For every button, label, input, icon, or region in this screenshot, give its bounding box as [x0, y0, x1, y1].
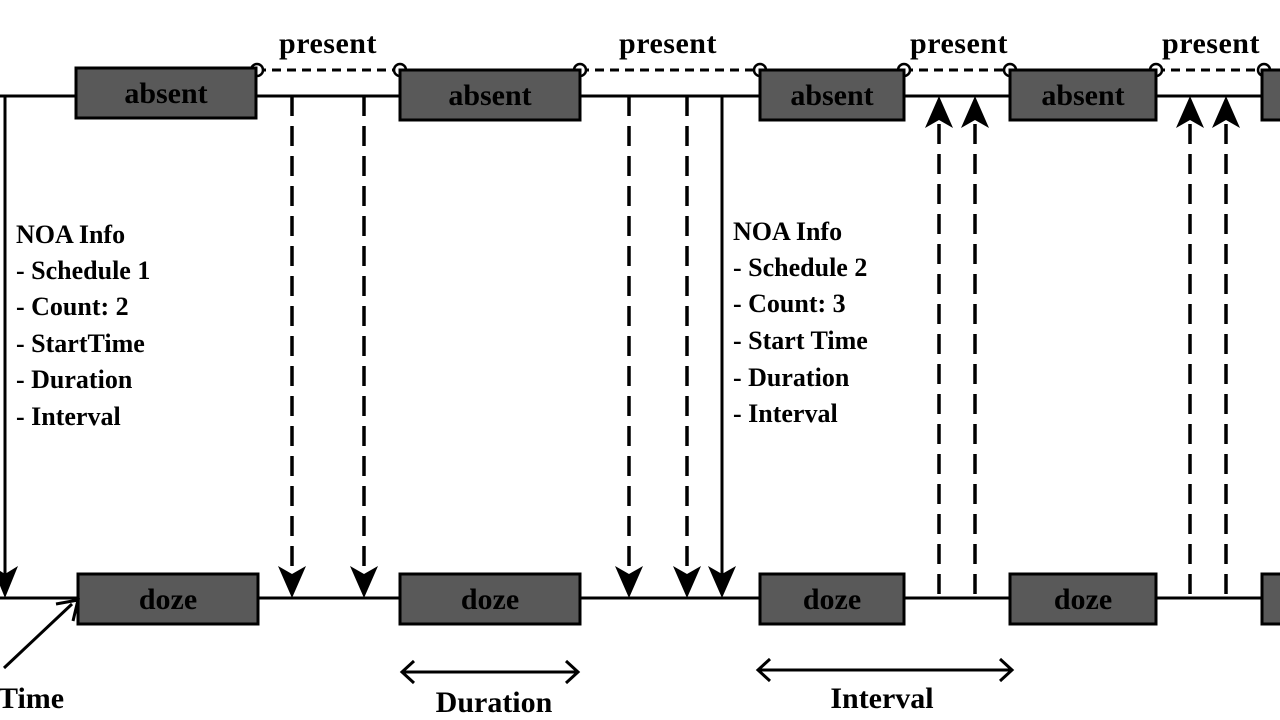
down-arrow-head — [278, 566, 306, 598]
doze-box — [398, 572, 582, 626]
absent-box — [1008, 68, 1158, 122]
doze-label: doze — [803, 583, 861, 616]
up-arrow-head — [925, 96, 953, 128]
doze-box-partial — [1260, 572, 1280, 626]
present-label: present — [910, 27, 1008, 60]
interval-label: Interval — [830, 682, 933, 715]
absent-box — [74, 66, 258, 120]
up-arrow-head — [961, 96, 989, 128]
absent-label: absent — [1041, 79, 1124, 112]
duration-label: Duration — [436, 686, 553, 719]
present-label: present — [279, 27, 377, 60]
up-arrow-head — [1212, 96, 1240, 128]
noa-info-line: - Count: 3 — [733, 289, 846, 318]
noa-info-line: - StartTime — [16, 329, 145, 358]
noa-info-block-1: NOA Info - Schedule 1 - Count: 2 - Start… — [16, 220, 150, 431]
dashed-up-arrows — [925, 96, 1240, 598]
noa-info-title: NOA Info — [16, 220, 125, 249]
down-arrow-head — [673, 566, 701, 598]
duration-dimension — [399, 659, 581, 685]
present-label: present — [1162, 27, 1260, 60]
absent-box — [758, 68, 906, 122]
noa-info-title: NOA Info — [733, 217, 842, 246]
noa-info-line: - Schedule 2 — [733, 253, 867, 282]
noa-info-line: - Duration — [733, 363, 850, 392]
doze-box — [1008, 572, 1158, 626]
time-pointer — [2, 598, 80, 670]
down-arrow-head — [615, 566, 643, 598]
noa-info-line: - Start Time — [733, 326, 868, 355]
interval-dimension — [755, 657, 1015, 683]
doze-box — [758, 572, 906, 626]
absent-box — [398, 68, 582, 122]
doze-label: doze — [1054, 583, 1112, 616]
absent-label: absent — [124, 77, 207, 110]
absent-box-partial — [1260, 68, 1280, 122]
noa-info-line: - Interval — [733, 399, 838, 428]
doze-boxes — [76, 572, 1280, 626]
noa-arrow-2 — [708, 96, 736, 598]
noa-info-line: - Duration — [16, 365, 133, 394]
present-label: present — [619, 27, 717, 60]
doze-label: doze — [139, 583, 197, 616]
noa-info-line: - Count: 2 — [16, 292, 129, 321]
noa-arrow-1 — [0, 96, 18, 598]
down-arrow-head — [350, 566, 378, 598]
doze-label: doze — [461, 583, 519, 616]
up-arrow-head — [1176, 96, 1204, 128]
dashed-down-arrows — [278, 96, 701, 598]
absent-label: absent — [448, 79, 531, 112]
absent-label: absent — [790, 79, 873, 112]
noa-info-line: - Interval — [16, 402, 121, 431]
time-label: Time — [0, 682, 64, 715]
doze-box — [76, 572, 260, 626]
noa-info-line: - Schedule 1 — [16, 256, 150, 285]
absent-boxes — [74, 66, 1280, 122]
noa-info-block-2: NOA Info - Schedule 2 - Count: 3 - Start… — [733, 217, 868, 428]
